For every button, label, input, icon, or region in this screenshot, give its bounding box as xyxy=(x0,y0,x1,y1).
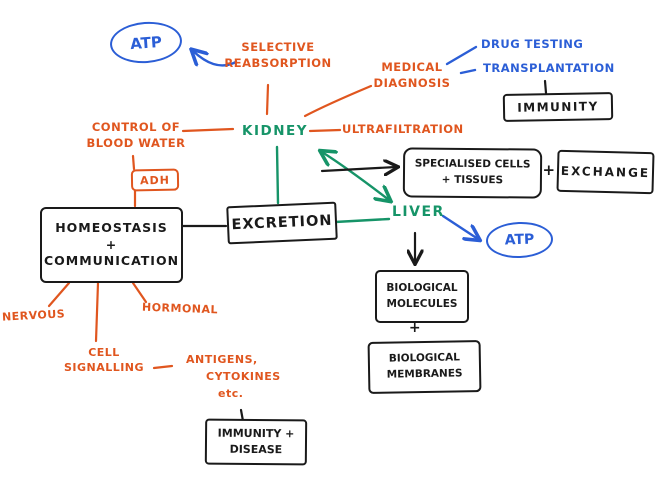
connector-excretion-liver xyxy=(333,217,391,224)
biological-molecules-label: BIOLOGICAL MOLECULES xyxy=(386,281,458,310)
node-nervous: NERVOUS xyxy=(1,307,66,324)
immunity-label: IMMUNITY xyxy=(517,99,599,115)
node-medical-diagnosis: MEDICAL DIAGNOSIS xyxy=(373,60,451,91)
arrow-to-specialised-cells xyxy=(320,167,396,171)
exchange-label: EXCHANGE xyxy=(560,163,651,181)
node-biological-molecules: BIOLOGICAL MOLECULES xyxy=(375,270,469,323)
node-immunity: IMMUNITY xyxy=(502,92,614,122)
connector-kidney-excretion xyxy=(275,145,280,205)
antigens-line-2: CYTOKINES xyxy=(206,370,281,384)
connector-medical-diagnosis-transplantation xyxy=(459,68,477,75)
connector-blood-water-adh xyxy=(131,154,136,171)
arrow-liver-atp xyxy=(441,214,478,239)
connector-cell-signalling-antigens xyxy=(152,364,174,370)
node-exchange: EXCHANGE xyxy=(556,149,655,195)
plus-cells-exchange: + xyxy=(542,161,556,179)
node-excretion: EXCRETION xyxy=(226,201,338,245)
specialised-cells-label: SPECIALISED CELLS + TISSUES xyxy=(414,157,531,187)
node-drug-testing: DRUG TESTING xyxy=(481,37,584,51)
homeostasis-label: HOMEOSTASIS + COMMUNICATION xyxy=(43,219,180,269)
connector-medical-diagnosis-drug-testing xyxy=(445,45,478,66)
immunity-disease-label: IMMUNITY + DISEASE xyxy=(217,426,295,457)
excretion-label: EXCRETION xyxy=(231,212,333,234)
connector-transplantation-immunity xyxy=(543,79,548,95)
node-cell-signalling: CELL SIGNALLING xyxy=(63,346,145,375)
antigens-line-3: etc. xyxy=(218,387,244,401)
connector-kidney-medical-diagnosis xyxy=(303,84,373,118)
node-control-blood-water: CONTROL OF BLOOD WATER xyxy=(86,120,186,151)
plus-molecules-membranes: + xyxy=(408,320,422,336)
arrow-kidney-liver-double xyxy=(322,152,389,200)
node-liver: LIVER xyxy=(392,204,445,220)
node-antigens-cytokines: ANTIGENS, CYTOKINES etc. xyxy=(186,351,296,402)
connector-kidney-ultrafiltration xyxy=(308,128,342,133)
antigens-line-1: ANTIGENS, xyxy=(186,353,258,366)
adh-label: ADH xyxy=(139,173,171,187)
connector-kidney-selective-reabsorption xyxy=(265,83,270,116)
connector-homeostasis-nervous xyxy=(47,281,71,308)
node-transplantation: TRANSPLANTATION xyxy=(483,61,615,75)
biological-membranes-label: BIOLOGICAL MEMBRANES xyxy=(386,351,463,381)
node-specialised-cells-tissues: SPECIALISED CELLS + TISSUES xyxy=(402,147,543,199)
connector-homeostasis-hormonal xyxy=(131,281,148,304)
node-adh: ADH xyxy=(130,168,180,192)
connector-homeostasis-cell-signalling xyxy=(94,281,100,343)
atp-liver-label: ATP xyxy=(504,231,535,249)
node-biological-membranes: BIOLOGICAL MEMBRANES xyxy=(367,340,482,394)
node-ultrafiltration: ULTRAFILTRATION xyxy=(342,122,464,136)
node-kidney: KIDNEY xyxy=(242,123,308,139)
node-homeostasis-communication: HOMEOSTASIS + COMMUNICATION xyxy=(40,207,183,283)
connector-control-blood-water-kidney xyxy=(181,127,235,133)
node-immunity-disease: IMMUNITY + DISEASE xyxy=(204,418,308,466)
arrow-selective-reabsorption-atp xyxy=(193,51,238,65)
node-selective-reabsorption: SELECTIVE REABSORPTION xyxy=(224,40,332,71)
atp-top-label: ATP xyxy=(129,32,163,53)
node-hormonal: HORMONAL xyxy=(141,300,219,317)
